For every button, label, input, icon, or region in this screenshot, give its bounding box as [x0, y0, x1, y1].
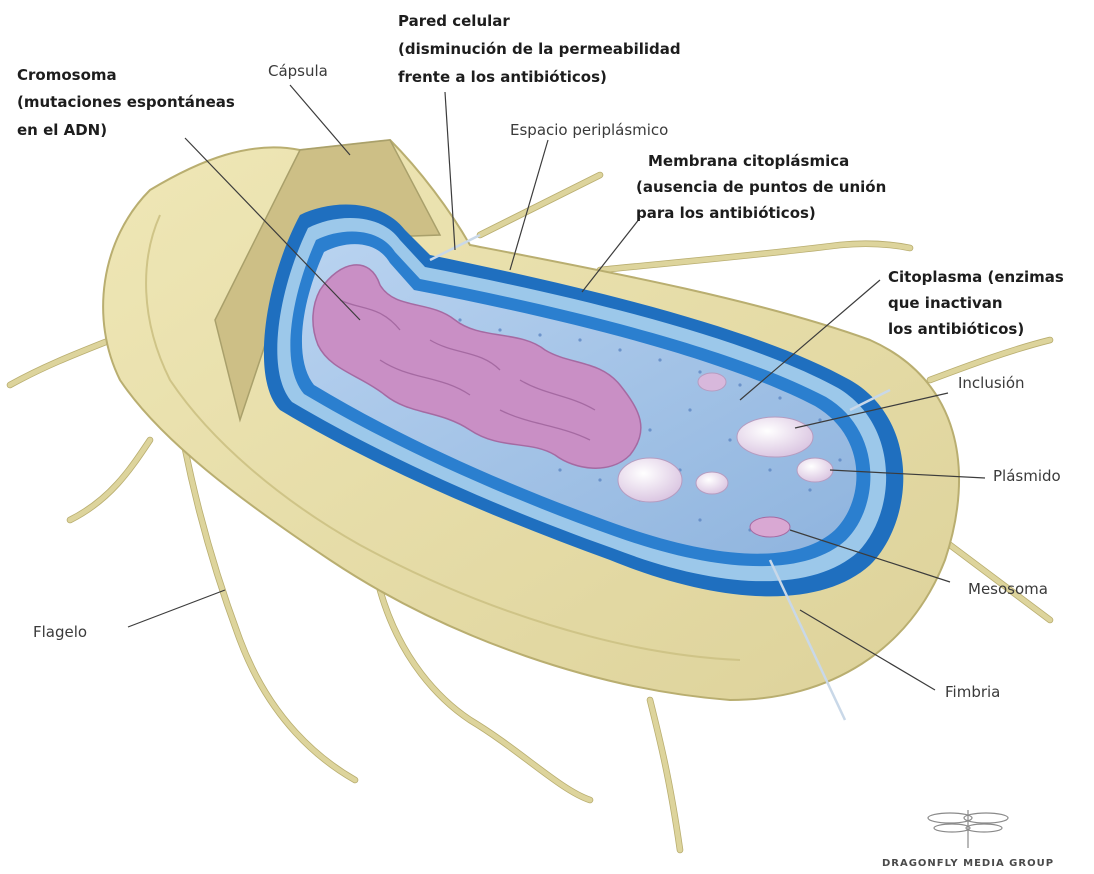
- label-fimbria: Fimbria: [945, 683, 1000, 701]
- label-membrana-1: Membrana citoplásmica: [648, 152, 849, 170]
- label-inclusion: Inclusión: [958, 374, 1025, 392]
- plasmid-b: [696, 472, 728, 494]
- label-plasmido: Plásmido: [993, 467, 1061, 485]
- plasmid-a: [618, 458, 682, 502]
- label-flagelo: Flagelo: [33, 623, 87, 641]
- label-periplasmico: Espacio periplásmico: [510, 121, 668, 139]
- mesosome: [750, 517, 790, 537]
- label-mesosoma: Mesosoma: [968, 580, 1048, 598]
- label-pared-2: (disminución de la permeabilidad: [398, 40, 681, 58]
- label-cromosoma-3: en el ADN): [17, 121, 107, 139]
- leader-capsula: [290, 85, 350, 155]
- leader-flagelo: [128, 590, 225, 627]
- label-cromosoma-2: (mutaciones espontáneas: [17, 93, 235, 111]
- label-membrana-3: para los antibióticos): [636, 204, 816, 222]
- label-capsula: Cápsula: [268, 62, 328, 80]
- label-citoplasma-2: que inactivan: [888, 294, 1003, 312]
- inclusion-body: [737, 417, 813, 457]
- label-pared-3: frente a los antibióticos): [398, 68, 607, 86]
- inclusion-small: [698, 373, 726, 391]
- label-membrana-2: (ausencia de puntos de unión: [636, 178, 886, 196]
- label-citoplasma-1: Citoplasma (enzimas: [888, 268, 1064, 286]
- dragonfly-icon: [928, 810, 1008, 848]
- credit-logo: DRAGONFLY MEDIA GROUP: [882, 810, 1054, 869]
- credit-text: DRAGONFLY MEDIA GROUP: [882, 858, 1054, 869]
- plasmid-c: [797, 458, 833, 482]
- label-cromosoma-1: Cromosoma: [17, 66, 117, 84]
- label-citoplasma-3: los antibióticos): [888, 320, 1024, 338]
- label-pared-1: Pared celular: [398, 12, 510, 30]
